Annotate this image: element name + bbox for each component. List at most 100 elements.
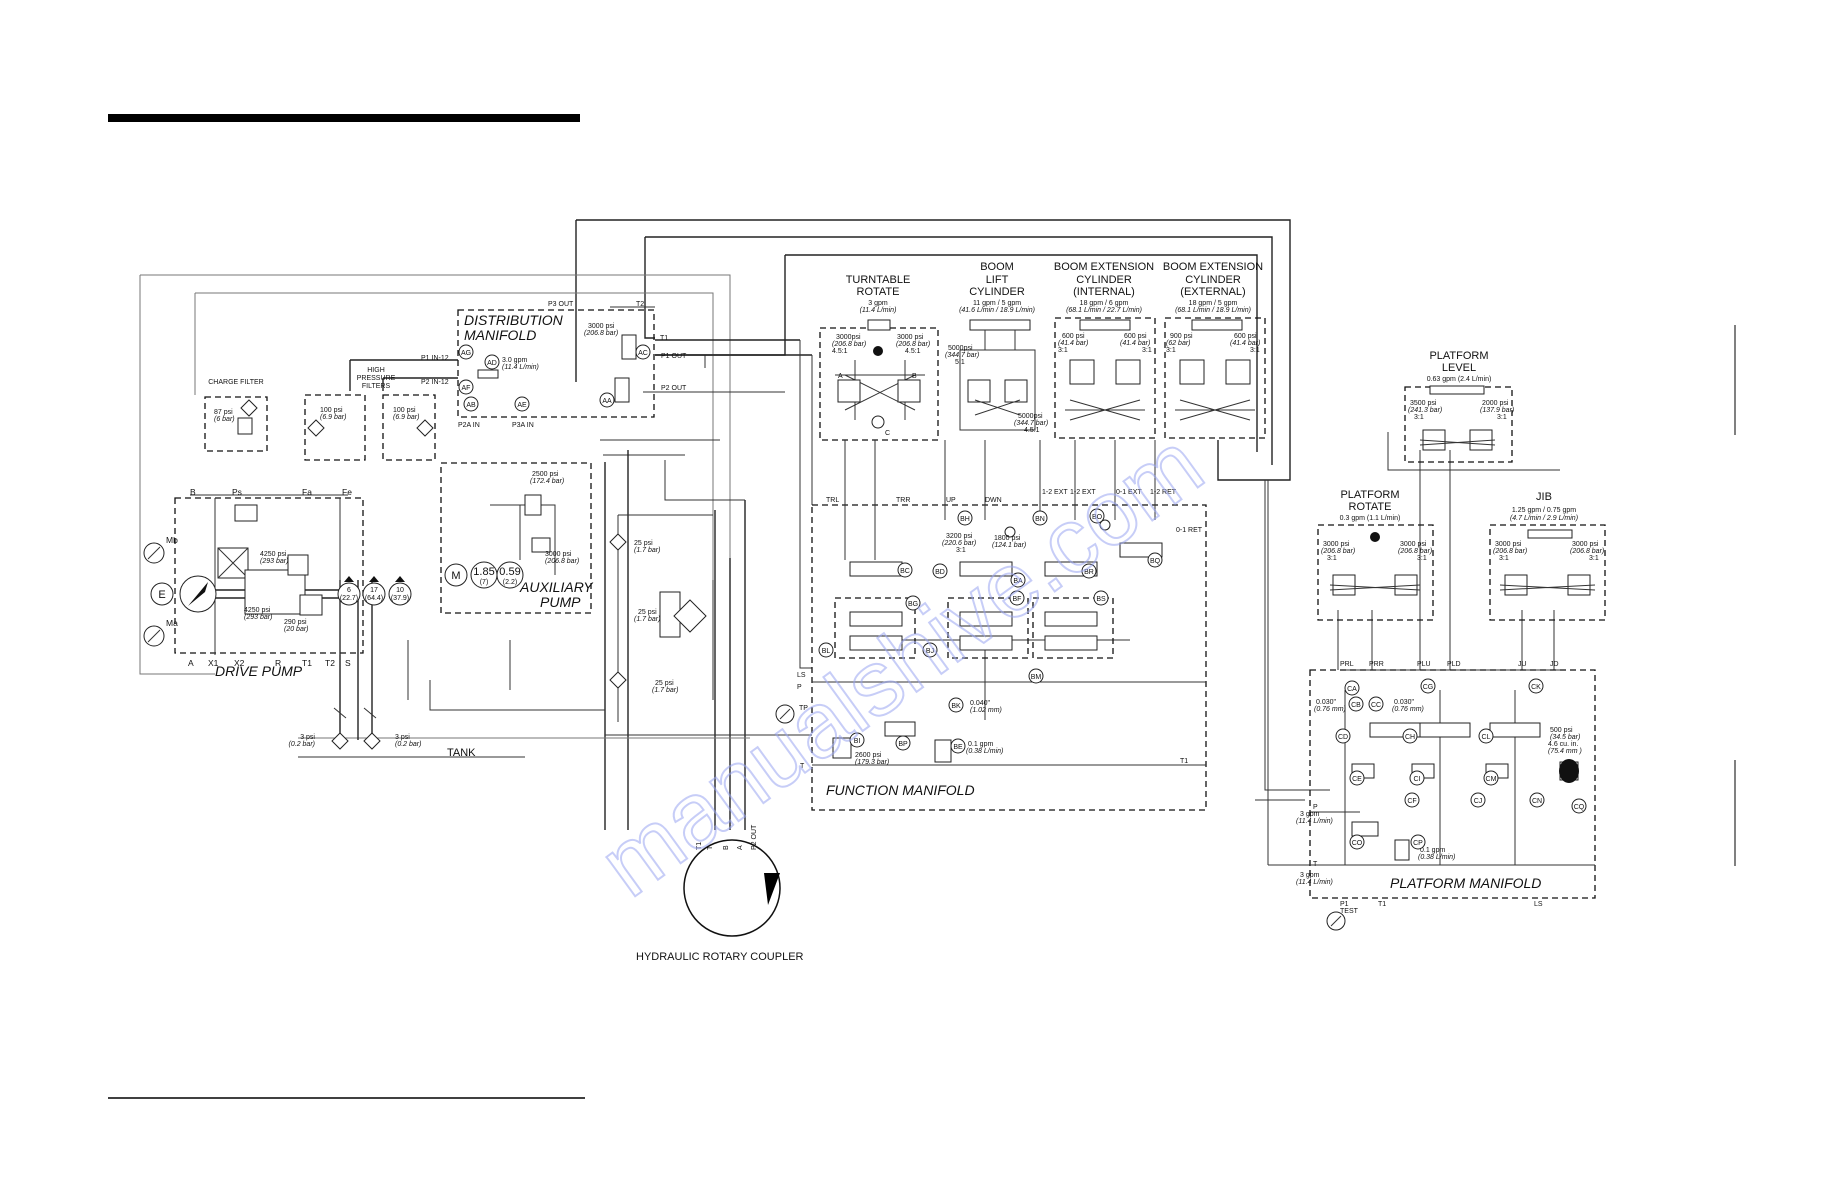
pm-p-flow: 3 gpm [1300,811,1320,818]
pump-3-size: 10 [396,587,404,594]
bei-v1: 600 psi [1062,333,1085,340]
bl-v1: 5000psi [948,345,973,352]
tt-port-c: C [885,430,890,437]
gear-pump-1 [337,582,361,606]
function-manifold: TRL TRR UP DWN 1-2 EXT 1-2 EXT 0-1 EXT 1… [775,440,1207,811]
jib-v2-bar: (206.8 bar) [1570,548,1604,555]
port-b: B [190,487,196,497]
port-mb: Mb [166,535,178,545]
pl-v1: 3500 psi [1410,400,1437,407]
tank-check-2: 3 psi [395,734,410,741]
bee-title-2: CYLINDER [1185,274,1241,286]
code-ab: AB [466,402,476,409]
bee-title-1: BOOM EXTENSION [1163,261,1263,273]
dist-p3a-in: P3A IN [512,422,534,429]
function-manifold-title: FUNCTION MANIFOLD [826,782,975,798]
code-bl: BL [822,648,831,655]
fm-port-01ext: 0-1 EXT [1116,489,1142,496]
code-bi: BI [854,738,861,745]
fm-r3: 2600 psi [855,752,882,759]
code-cl: CL [1482,734,1491,741]
port-x2: X2 [234,658,245,668]
jib-v1: 3000 psi [1495,541,1522,548]
code-br: BR [1084,569,1094,576]
fm-flow-lpm: (0.38 L/min) [966,748,1003,755]
bei-v2: 600 psi [1124,333,1147,340]
port-t2: T2 [325,658,335,668]
code-ci: CI [1414,776,1421,783]
pm-port-t: T [1313,861,1318,868]
aux-pump-1-size: 1.85 [473,566,494,578]
pm-port-jd: JD [1550,661,1559,668]
pr-title-2: ROTATE [1349,501,1392,513]
code-bs: BS [1096,596,1106,603]
bee-flow: 18 gpm / 5 gpm [1189,300,1238,307]
dist-p1-in: P1 IN-12 [421,355,449,362]
bl-title-1: BOOM [980,261,1014,273]
pr-v1-ratio: 3:1 [1327,555,1337,562]
ret-check-2-bar: (1.7 bar) [634,616,660,623]
platform-level: PLATFORM LEVEL 0.63 gpm (2.4 L/min) 3500… [1404,350,1514,463]
bl-v2-bar: (344.7 bar) [1014,420,1048,427]
fm-flow: 0.1 gpm [968,741,993,748]
pm-port-prr: PRR [1369,661,1384,668]
bl-flow: 11 gpm / 5 gpm [973,300,1021,307]
strainer-1-icon [331,732,349,750]
dist-t2: T2 [636,301,644,308]
pl-v2-bar: (137.9 bar) [1480,407,1514,414]
aux-motor-icon [444,563,468,587]
code-aa: AA [602,398,612,405]
header-bar [108,114,580,122]
pump-3-flow: (37.9) [391,595,409,602]
hpf-title-3: FILTERS [362,383,391,390]
port-a: A [188,658,194,668]
pr-v1: 3000 psi [1323,541,1350,548]
bee-v2-ratio: 3:1 [1250,347,1260,354]
tt-left: 3000psi [836,334,861,341]
watermark: manualshive.com [582,413,1221,916]
code-bd: BD [935,569,945,576]
tt-right-ratio: 4.5:1 [905,348,921,355]
code-cc: CC [1371,702,1381,709]
pm-port-test: TEST [1340,908,1359,915]
port-fa: Fa [302,487,312,497]
tt-right: 3000 psi [897,334,924,341]
pr-v2-bar: (206.8 bar) [1398,548,1432,555]
dist-relief: 3000 psi [588,323,615,330]
fm-r1: 3200 psi [946,533,973,540]
pm-acc-bar: (34.5 bar) [1550,734,1580,741]
bee-title-3: (EXTERNAL) [1180,286,1245,298]
relief-3-bar: (20 bar) [284,626,309,633]
ret-check-1-bar: (1.7 bar) [634,547,660,554]
tank: 3 psi (0.2 bar) 3 psi (0.2 bar) TANK [289,707,476,759]
dist-title-1: DISTRIBUTION [464,312,564,328]
tt-left-ratio: 4.5:1 [832,348,848,355]
platform-manifold: PRL PRR PLU PLD JU JD P 3 gpm (11.4 L/mi… [1296,661,1596,931]
tt-flow-lpm: (11.4 L/min) [860,307,897,314]
coupler-port-t1: T1 [696,842,703,850]
hpf-title-2: PRESSURE [357,375,396,382]
auxiliary-pump: 2500 psi (172.4 bar) 3000 psi (206.8 bar… [440,462,594,614]
code-bn: BN [1035,516,1045,523]
pump-1-size: 6 [347,587,351,594]
tank-check-2-bar: (0.2 bar) [395,741,421,748]
tt-title-1: TURNTABLE [846,274,911,286]
pump-2-flow: (64.4) [365,595,383,602]
pr-v2-ratio: 3:1 [1417,555,1427,562]
pm-acc-vol: 4.6 cu. in. [1548,741,1578,748]
aux-relief-1: 2500 psi [532,471,559,478]
dist-flow-lpm: (11.4 L/min) [502,364,539,371]
charge-filter-label: CHARGE FILTER [208,379,264,386]
ret-check-3-bar: (1.7 bar) [652,687,678,694]
pl-v1-bar: (241.3 bar) [1408,407,1442,414]
jib-v1-ratio: 3:1 [1499,555,1509,562]
bei-flow: 18 gpm / 6 gpm [1080,300,1129,307]
code-bh: BH [960,516,970,523]
coupler-port-b: B [723,845,730,850]
port-x1: X1 [208,658,219,668]
port-fe: Fe [342,487,352,497]
pm-port-t1: T1 [1378,901,1386,908]
bl-title-2: LIFT [986,274,1009,286]
aux-pump-1-flow: (7) [480,579,489,586]
ret-check-1: 25 psi [634,540,653,547]
